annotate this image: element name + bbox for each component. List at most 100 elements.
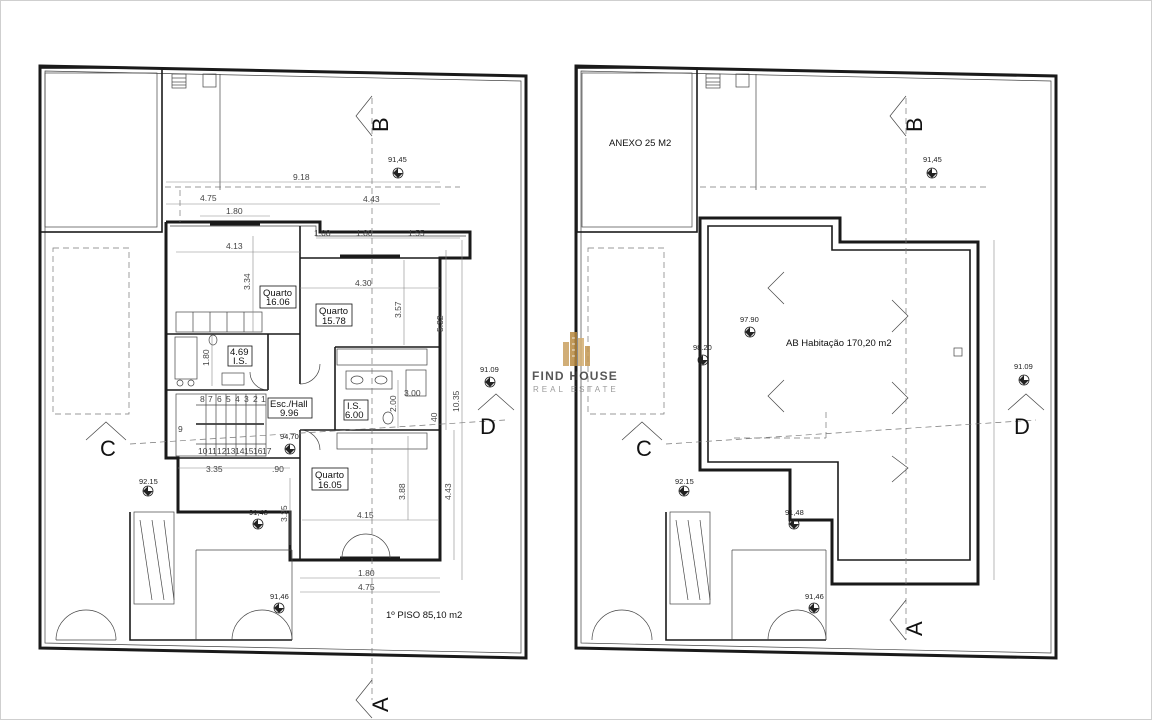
floor-area-label: 1º PISO 85,10 m2 [386,610,462,621]
stair-step-number: 2 [253,394,258,404]
sink [374,375,388,385]
logo-tagline: REAL ESTATE [533,385,619,394]
dimension-label: 2.00 [388,395,398,412]
level-value: 94,70 [280,432,299,441]
dimension-label: 4.43 [443,483,453,500]
room-name: I.S. [347,401,361,412]
roof-area-label: AB Habitação 170,20 m2 [786,338,892,349]
plot-boundary [38,64,528,660]
logo-name: FIND HOUSE [532,369,618,383]
dimension-label: 4.30 [355,278,372,288]
level-marker: 91,45 [923,155,942,179]
room-area: 16.05 [318,480,342,491]
slope-arrow [767,379,785,413]
room-name: Quarto [315,470,344,481]
room-area: 9.96 [280,408,299,419]
section-marker-c [621,421,663,441]
section-marker-a [355,679,373,719]
room-area: 4.69 [230,347,249,358]
stair-step-number: 4 [235,394,240,404]
dimension-label: 1.80 [201,349,211,366]
plot-boundary-inner [44,70,522,654]
level-value: 92.15 [139,477,158,486]
dimension-label: 3.88 [397,483,407,500]
level-value: 98.20 [693,343,712,352]
wardrobe [336,432,428,450]
room-name: I.S. [233,356,247,367]
stair-step-number: 16 [253,446,263,456]
section-marker-a [889,599,907,641]
ramp [133,511,175,605]
stair-step-number: 3 [244,394,249,404]
dimension-label: 1.08 [314,228,331,238]
section-label-d: D [1014,414,1030,439]
annex-outline [576,67,698,233]
chimney [735,73,750,88]
dimension-label: 40 [429,412,439,422]
chimney [202,73,217,88]
stair-step-number: 11 [208,446,217,456]
room-area: 16.06 [266,297,290,308]
dimension-label: 3.57 [393,301,403,318]
sink [221,372,245,386]
dimension-label: 4.43 [363,194,380,204]
dimension-label: 4.75 [358,582,375,592]
vent-grille [705,73,721,89]
level-value: 91,45 [923,155,942,164]
findhouse-logo: FIND HOUSE REAL ESTATE [532,332,619,394]
stair-step-number: 6 [217,394,222,404]
roof-inner-outline [707,225,971,561]
toilet [208,334,218,346]
dimension-label: 3.34 [242,273,252,290]
level-value: 97.90 [740,315,759,324]
level-marker: 98.20 [693,343,712,366]
room-name: Esc./Hall [270,399,307,410]
section-label-b: B [902,117,927,132]
annex-outline [39,67,163,233]
dimension-label: 5.32 [435,315,445,332]
dimension-label: 4.75 [200,193,217,203]
wardrobe [175,311,263,333]
level-value: 91.09 [1014,362,1033,371]
room-label-box [227,345,253,367]
annex-label: ANEXO 25 M2 [609,138,671,149]
section-marker-d [477,393,515,411]
stair-step-number: 13 [226,446,236,456]
stair-step-number: 12 [217,446,227,456]
section-marker-d [1007,393,1045,411]
dimension-label: 10.35 [451,390,461,412]
level-marker: 97.90 [740,315,759,338]
roof-outline [698,216,980,586]
parking-space [587,247,665,415]
ramp [669,511,711,605]
section-marker-b [889,95,907,137]
room-label-box [343,399,369,421]
section-marker-b [355,95,373,137]
level-value: 91,46 [805,592,824,601]
section-label-d: D [480,414,496,439]
slope-arrow [891,299,909,333]
section-label-b: B [368,117,393,132]
dimension-label: 4.15 [357,510,374,520]
room-label-box [267,397,313,419]
room-area: 15.78 [322,316,346,327]
level-value: 91.09 [480,365,499,374]
level-marker: 91,48 [249,508,268,530]
dimension-label: 3.35 [206,464,223,474]
section-label-a: A [902,621,927,636]
dimension-label: 1.55 [408,228,425,238]
stair-step-number: 15 [244,446,254,456]
stair-step-number: 14 [235,446,245,456]
house-outline [164,220,472,562]
level-marker: 91,46 [805,592,824,614]
level-marker: 92.15 [139,477,158,497]
stair-step-number: 7 [208,394,213,404]
slope-arrow [767,271,785,305]
level-value: 91,45 [388,155,407,164]
section-label-a: A [368,697,393,712]
room-name: Quarto [319,306,348,317]
wardrobe [336,348,428,366]
dimension-label: 1.80 [358,568,375,578]
left-plan: 8 7 6 5 4 3 2 1 9 10 11 12 13 14 15 16 1… [38,64,528,719]
